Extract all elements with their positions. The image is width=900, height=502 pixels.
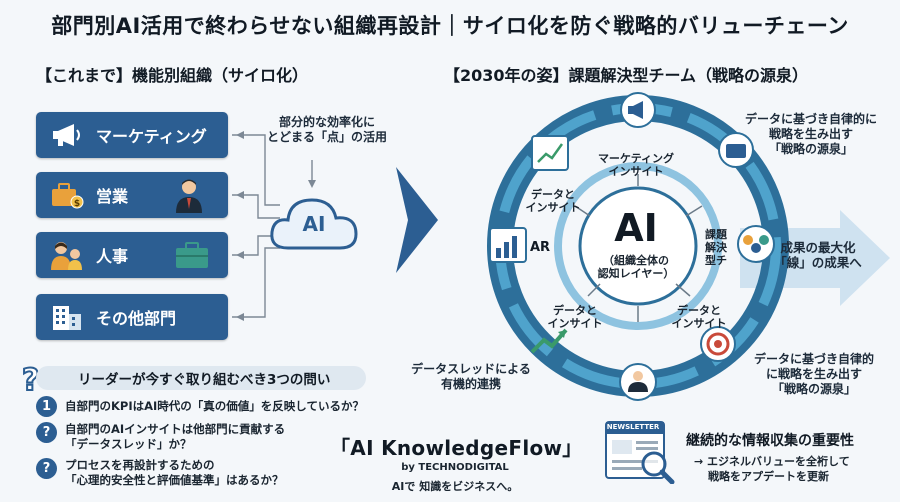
transition-chevron-icon	[396, 167, 438, 273]
businessman-icon	[176, 179, 203, 213]
inner-right-line3: 型チ	[705, 254, 727, 267]
inner-bottom-left-label: データと インサイト	[540, 304, 610, 330]
value-cycle-diagram	[487, 92, 890, 401]
left-section-heading: 【これまで】機能別組織（サイロ化）	[36, 66, 309, 85]
brand-name: 「AI KnowledgeFlow」	[330, 436, 583, 460]
ar-label: AR	[530, 240, 551, 255]
silo-note-line1: 部分的な効率化に	[278, 115, 375, 129]
question-text-line2: 「心理的安全性と評価値基準」はあるか？	[65, 473, 284, 487]
inner-bottom-right-label: データと インサイト	[664, 304, 734, 330]
note-br-line2: に戦略を生み出す	[765, 367, 862, 381]
newsletter-badge: NEWSLETTER	[606, 423, 660, 431]
note-br-line1: データに基づき自律的	[753, 352, 874, 366]
question-text-line2: 「データスレッド」か？	[65, 437, 192, 451]
brand-by: by TECHNODIGITAL	[401, 462, 509, 473]
dept-sales: $ 営業	[36, 172, 228, 218]
center-ai-title: AI	[614, 206, 658, 250]
newsletter-desc: → エジネルバリューを全裄して 戦略をアプデートを更新	[694, 454, 850, 484]
inner-left-label: データと インサイト	[518, 188, 588, 214]
inner-left-line1: データと	[531, 188, 575, 201]
silo-note-line2: とどまる「点」の活用	[266, 130, 387, 144]
question-text-line1: 自部門のKPIはAI時代の「真の価値」を反映しているか？	[65, 399, 364, 413]
note-bl-line1: データスレッドによる	[411, 362, 531, 376]
note-br-line3: 「戦略の源泉」	[771, 382, 856, 396]
question-text: 自部門のKPIはAI時代の「真の価値」を反映しているか？	[65, 396, 364, 414]
note-bottom-left: データスレッドによる 有機的連携	[396, 362, 546, 392]
people-icon	[51, 242, 82, 270]
inner-br-line1: データと	[677, 304, 721, 317]
newsletter-desc-line1: → エジネルバリューを全裄して	[694, 455, 850, 468]
question-number-badge: 1	[36, 396, 57, 417]
inner-top-label: マーケティング インサイト	[586, 152, 686, 178]
dept-label-sales: 営業	[96, 187, 129, 206]
center-ai-sub1: （組織全体の	[603, 254, 669, 267]
inner-bl-line2: インサイト	[547, 317, 603, 330]
questions-banner: リーダーが今すぐ取り組むべき3つの問い	[36, 366, 366, 390]
note-top-right: データに基づき自律的に 戦略を生み出す 「戦略の源泉」	[736, 112, 886, 157]
briefcase-icon	[176, 242, 209, 268]
ai-cloud-label: AI	[302, 212, 326, 236]
note-bottom-right: データに基づき自律的 に戦略を生み出す 「戦略の源泉」	[744, 352, 884, 397]
svg-text:?: ?	[22, 363, 39, 396]
building-icon	[53, 306, 81, 330]
inner-right-label: 課題 解決 型チ	[696, 228, 736, 267]
note-tr-line3: 「戦略の源泉」	[768, 142, 853, 156]
ai-cloud-icon	[270, 198, 358, 250]
question-text: プロセスを再設計するための 「心理的安全性と評価値基準」はあるか？	[65, 458, 284, 488]
page-title: 部門別AI活用で終わらせない組織再設計｜サイロ化を防ぐ戦略的バリューチェーン	[51, 14, 849, 38]
dept-hr: 人事	[36, 232, 228, 278]
svg-text:$: $	[74, 199, 80, 209]
inner-bl-line1: データと	[553, 304, 597, 317]
brand-tagline: AIで 知識をビジネスへ。	[391, 480, 519, 493]
silo-note: 部分的な効率化に とどまる「点」の活用	[262, 115, 392, 145]
dept-label-other: その他部門	[96, 309, 177, 328]
note-bl-line2: 有機的連携	[440, 377, 501, 391]
dept-other: その他部門	[36, 294, 228, 340]
inner-top-line2: インサイト	[608, 165, 664, 178]
inner-right-line2: 解決	[705, 241, 727, 254]
outcome-line2: 「線」の成果へ	[774, 255, 862, 270]
outcome-label: 成果の最大化 「線」の成果へ	[748, 240, 888, 270]
newsletter-icon	[605, 421, 675, 484]
question-text-line1: プロセスを再設計するための	[65, 458, 215, 472]
outcome-line1: 成果の最大化	[780, 240, 856, 255]
newsletter-desc-line2: 戦略をアプデートを更新	[708, 470, 829, 483]
question-text-line1: 自部門のAIインサイトは他部門に貢献する	[65, 422, 286, 436]
inner-left-line2: インサイト	[525, 201, 581, 214]
note-tr-line2: 戦略を生み出す	[768, 127, 853, 141]
megaphone-icon	[53, 124, 80, 146]
question-item: 1 自部門のKPIはAI時代の「真の価値」を反映しているか？	[36, 396, 364, 417]
center-ai-subtitle: （組織全体の 認知レイヤー）	[586, 254, 686, 280]
note-tr-line1: データに基づき自律的に	[744, 112, 877, 126]
question-number-badge: ?	[36, 422, 57, 443]
dept-label-marketing: マーケティング	[96, 127, 207, 146]
question-number-badge: ?	[36, 458, 57, 479]
inner-right-line1: 課題	[705, 228, 727, 241]
question-item: ? 自部門のAIインサイトは他部門に貢献する 「データスレッド」か？	[36, 422, 285, 452]
newsletter-title: 継続的な情報収集の重要性	[686, 433, 854, 449]
dept-label-hr: 人事	[96, 247, 129, 266]
question-text: 自部門のAIインサイトは他部門に貢献する 「データスレッド」か？	[65, 422, 285, 452]
inner-top-line1: マーケティング	[597, 152, 675, 165]
question-item: ? プロセスを再設計するための 「心理的安全性と評価値基準」はあるか？	[36, 458, 284, 488]
right-section-heading: 【2030年の姿】課題解決型チーム（戦略の源泉）	[444, 66, 809, 85]
briefcase-icon: $	[52, 183, 84, 209]
dept-marketing: マーケティング	[36, 112, 228, 158]
inner-br-line2: インサイト	[671, 317, 727, 330]
center-ai-sub2: 認知レイヤー）	[597, 267, 675, 280]
